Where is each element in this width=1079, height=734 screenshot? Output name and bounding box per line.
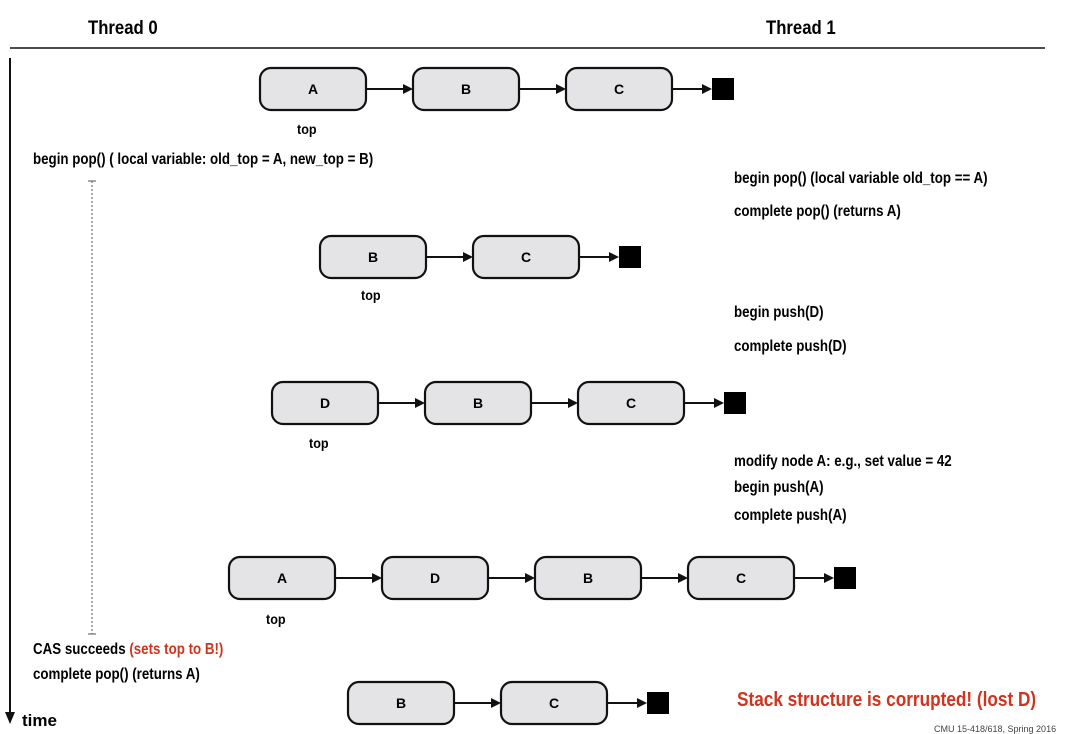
thread1-begin-push-d: begin push(D) [734,304,824,321]
list-node-label: D [430,570,440,586]
corruption-warning: Stack structure is corrupted! (lost D) [737,689,1037,711]
time-arrowhead [5,712,15,724]
list-node-label: C [626,395,636,411]
thread0-complete-pop: complete pop() (returns A) [33,666,200,683]
null-terminator [834,567,856,589]
arrowhead [403,84,413,94]
thread0-begin-pop: begin pop() ( local variable: old_top = … [33,151,374,168]
list-node-label: B [368,249,378,265]
arrowhead [702,84,712,94]
arrowhead [714,398,724,408]
list-node-label: B [461,81,471,97]
cas-prefix: CAS succeeds [33,641,130,658]
thread1-complete-push-d: complete push(D) [734,338,847,355]
arrowhead [491,698,501,708]
thread1-complete-pop: complete pop() (returns A) [734,203,901,220]
list-node-label: A [308,81,318,97]
null-terminator [647,692,669,714]
top-label-row1: top [297,121,317,137]
list-node-label: B [396,695,406,711]
null-terminator [619,246,641,268]
list-node-label: C [736,570,746,586]
thread1-modify-a: modify node A: e.g., set value = 42 [734,453,952,470]
thread1-complete-push-a: complete push(A) [734,507,847,524]
list-node-label: C [521,249,531,265]
thread1-begin-pop: begin pop() (local variable old_top == A… [734,170,988,187]
top-label-row4: top [266,611,286,627]
arrowhead [525,573,535,583]
arrowhead [556,84,566,94]
list-node-label: A [277,570,287,586]
arrowhead [824,573,834,583]
thread0-header: Thread 0 [88,18,158,39]
footer-credit: CMU 15-418/618, Spring 2016 [934,724,1057,734]
thread1-header: Thread 1 [766,18,836,39]
list-node-label: C [614,81,624,97]
thread1-begin-push-a: begin push(A) [734,479,824,496]
list-node-label: C [549,695,559,711]
top-label-row2: top [361,287,381,303]
top-label-row3: top [309,435,329,451]
arrowhead [463,252,473,262]
list-node-label: B [473,395,483,411]
linked-list-row: A B C [258,66,734,112]
null-terminator [724,392,746,414]
list-node-label: B [583,570,593,586]
cas-highlight: (sets top to B!) [129,641,224,658]
arrowhead [678,573,688,583]
arrowhead [415,398,425,408]
arrowhead [372,573,382,583]
null-terminator [712,78,734,100]
list-node-label: D [320,395,330,411]
arrowhead [609,252,619,262]
arrowhead [568,398,578,408]
time-label: time [22,711,57,730]
thread0-cas-succeeds: CAS succeeds (sets top to B!) [33,641,223,659]
arrowhead [637,698,647,708]
